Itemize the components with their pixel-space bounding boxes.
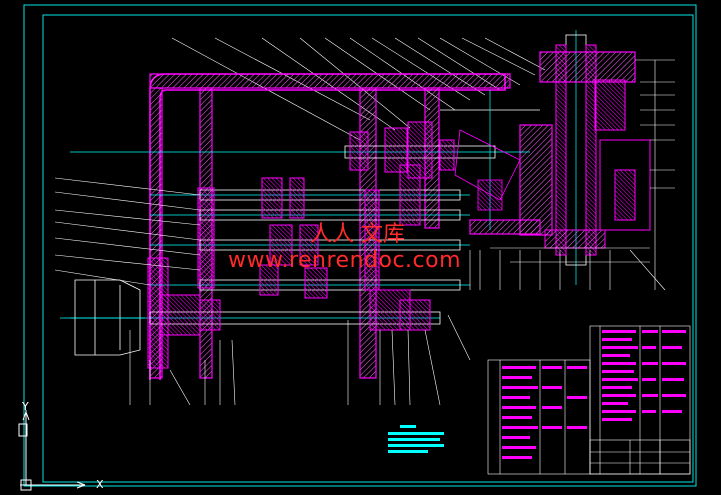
title-block [589, 439, 691, 475]
motor [60, 279, 145, 356]
right-dimensions [635, 59, 675, 290]
ucs-y-label: Y [22, 400, 29, 413]
bottom-leader-lines [129, 249, 666, 406]
vertical-spindle [490, 30, 651, 285]
top-leader-lines [171, 37, 546, 141]
inner-frame [42, 14, 694, 483]
watermark-cn: 人人 文库 [310, 222, 405, 247]
technical-notes [388, 425, 444, 453]
bevel-gear [440, 90, 540, 230]
parts-list-rows [502, 330, 686, 459]
ucs-icon [18, 410, 86, 491]
left-leader-lines [54, 177, 201, 286]
ucs-x-label: X [96, 478, 104, 491]
watermark-url: www.renrendoc.com [228, 248, 462, 273]
outer-frame [23, 4, 697, 487]
gears [147, 121, 455, 369]
